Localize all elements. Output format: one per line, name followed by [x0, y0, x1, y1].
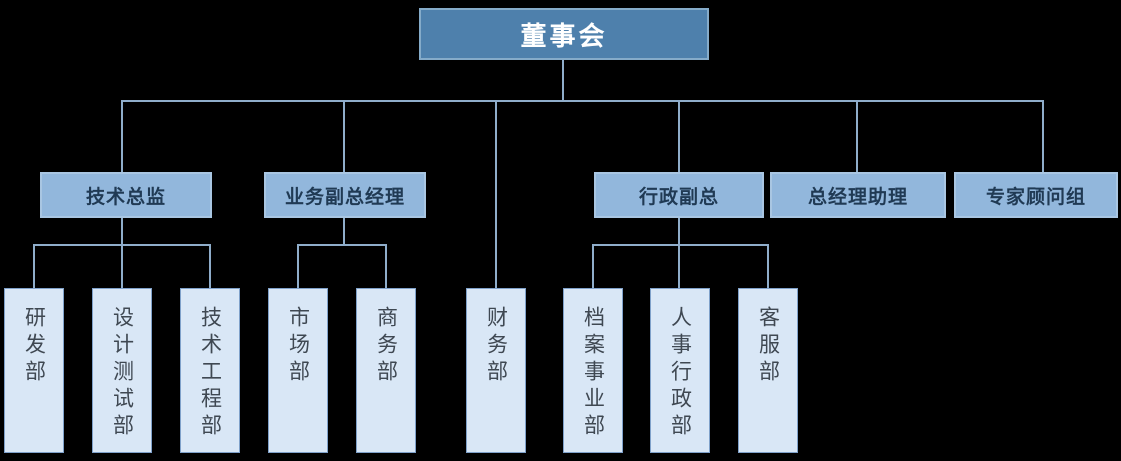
connector-level2-bus [121, 100, 1044, 102]
org-node-rnd-dept[interactable]: 研发部 [4, 288, 64, 453]
connector-bus-business-group [297, 244, 387, 246]
org-node-rnd-dept-label: 研发部 [22, 306, 47, 387]
connector-drop-tech-director [121, 100, 123, 172]
connector-bus-admin-group [592, 244, 769, 246]
connector-drop-expert-advisors [1042, 100, 1044, 172]
org-node-gm-assistant-label: 总经理助理 [807, 185, 908, 208]
org-node-commerce-dept-label: 商务部 [374, 306, 399, 387]
org-node-business-deputy-gm-label: 业务副总经理 [284, 185, 405, 208]
org-node-finance-dept-label: 财务部 [484, 306, 509, 387]
connector-drop-rnd-dept [33, 245, 35, 288]
connector-root-stem [562, 60, 564, 101]
connector-drop-customer-service-dept [767, 245, 769, 288]
org-node-tech-director-label: 技术总监 [85, 185, 166, 208]
connector-drop-admin-deputy [678, 100, 680, 172]
org-node-tech-engineering-dept-label: 技术工程部 [198, 306, 223, 441]
org-node-hr-admin-dept[interactable]: 人事行政部 [650, 288, 710, 453]
connector-drop-gm-assistant [856, 100, 858, 172]
org-node-admin-deputy[interactable]: 行政副总 [594, 172, 764, 218]
org-node-customer-service-dept[interactable]: 客服部 [738, 288, 798, 453]
connector-stem-tech-group [121, 218, 123, 288]
connector-stem-admin-group [678, 218, 680, 288]
org-node-gm-assistant[interactable]: 总经理助理 [770, 172, 946, 218]
org-node-customer-service-dept-label: 客服部 [756, 306, 781, 387]
org-node-expert-advisors[interactable]: 专家顾问组 [954, 172, 1118, 218]
connector-drop-tech-eng-dept [209, 245, 211, 288]
connector-drop-archives-dept [592, 245, 594, 288]
connector-drop-finance-dept [495, 100, 497, 288]
org-node-admin-deputy-label: 行政副总 [638, 185, 719, 208]
org-node-expert-advisors-label: 专家顾问组 [985, 185, 1086, 208]
connector-bus-tech-group [33, 244, 211, 246]
org-node-tech-engineering-dept[interactable]: 技术工程部 [180, 288, 240, 453]
connector-drop-marketing-dept [297, 245, 299, 288]
org-node-business-deputy-gm[interactable]: 业务副总经理 [264, 172, 426, 218]
org-node-board[interactable]: 董事会 [419, 8, 709, 60]
org-node-commerce-dept[interactable]: 商务部 [356, 288, 416, 453]
org-node-board-label: 董事会 [520, 21, 608, 52]
org-node-archives-dept-label: 档案事业部 [581, 306, 606, 441]
org-node-design-test-dept-label: 设计测试部 [110, 306, 135, 441]
connector-stem-business-group [343, 218, 345, 245]
org-node-marketing-dept-label: 市场部 [286, 306, 311, 387]
org-node-design-test-dept[interactable]: 设计测试部 [92, 288, 152, 453]
org-node-finance-dept[interactable]: 财务部 [466, 288, 526, 453]
org-node-hr-admin-dept-label: 人事行政部 [668, 306, 693, 441]
org-node-archives-dept[interactable]: 档案事业部 [563, 288, 623, 453]
org-node-tech-director[interactable]: 技术总监 [40, 172, 212, 218]
org-node-marketing-dept[interactable]: 市场部 [268, 288, 328, 453]
connector-drop-commerce-dept [385, 245, 387, 288]
connector-drop-business-deputy [343, 100, 345, 172]
